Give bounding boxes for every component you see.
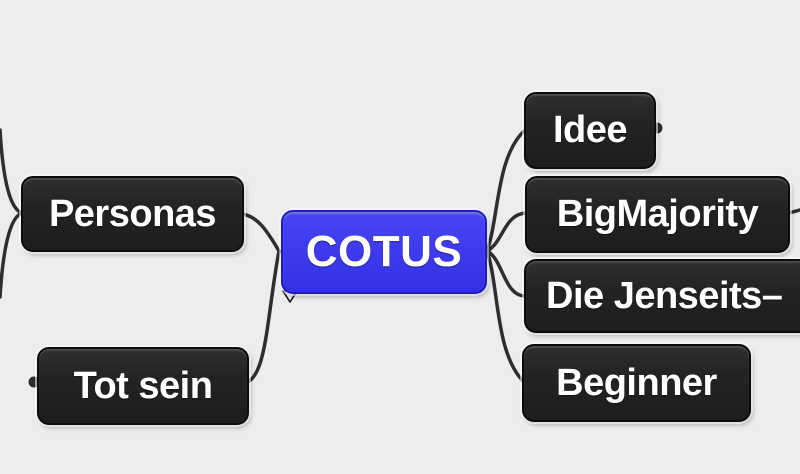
node-beginner[interactable]: Beginner: [522, 344, 751, 422]
node-label: Personas: [48, 192, 217, 235]
connector-cotus-die-jenseits: [485, 249, 527, 298]
connector-cotus-beginner: [485, 249, 525, 383]
node-bigmajority[interactable]: BigMajority: [525, 176, 790, 253]
node-label: COTUS: [305, 227, 463, 276]
node-label: BigMajority: [556, 193, 759, 235]
node-die-jenseits[interactable]: Die Jenseits–: [524, 259, 800, 333]
node-cotus-central[interactable]: COTUS: [281, 210, 487, 294]
node-label: Tot sein: [73, 364, 213, 407]
node-label: Idee: [552, 109, 628, 151]
node-label: Die Jenseits–: [546, 274, 783, 317]
connector-tot-sein-cotus: [243, 249, 281, 385]
connector-personas-offscreen-down: [0, 211, 24, 299]
node-personas[interactable]: Personas: [21, 176, 244, 252]
node-tot-sein[interactable]: Tot sein: [37, 347, 249, 425]
hidden-branch-dot-tot-sein[interactable]: [28, 376, 40, 388]
node-label: Beginner: [556, 361, 717, 404]
connector-cotus-bigmajority: [485, 211, 528, 253]
connector-personas-cotus: [238, 212, 281, 253]
connector-personas-offscreen-up: [0, 128, 24, 215]
connector-cotus-idee: [485, 129, 526, 253]
node-idee[interactable]: Idee: [524, 92, 656, 169]
